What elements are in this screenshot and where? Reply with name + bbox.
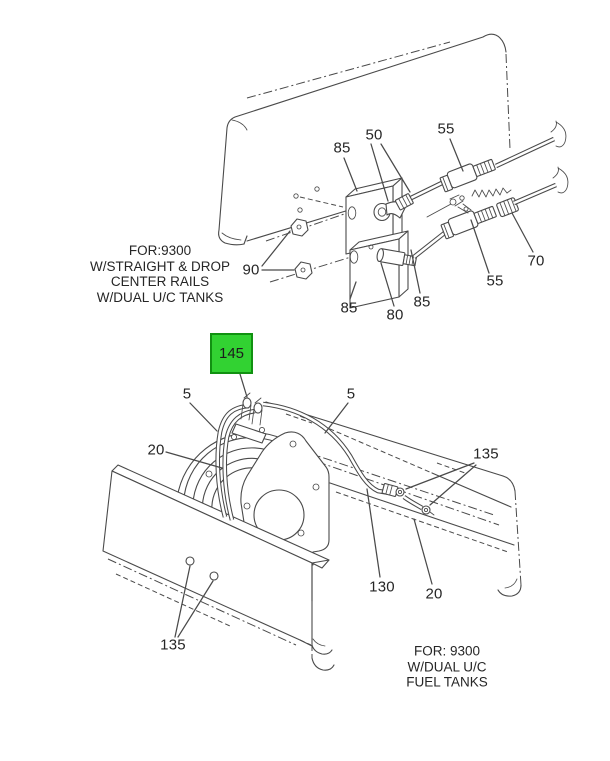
fitting-70 — [496, 197, 519, 218]
bottom-leader-lines — [165, 373, 477, 638]
bottom-caption: FOR: 9300 W/DUAL U/C FUEL TANKS — [406, 644, 488, 691]
callout-70[interactable]: 70 — [527, 252, 545, 270]
callout-5-left[interactable]: 5 — [182, 385, 192, 403]
top-caption-line: CENTER RAILS — [110, 274, 210, 289]
bottom-caption-line: W/DUAL U/C — [407, 659, 487, 675]
crossover-hoses — [215, 401, 435, 521]
vent-fitting-cluster-145 — [230, 392, 267, 444]
bottom-frame-rail — [265, 401, 522, 597]
callout-85-lower-left[interactable]: 85 — [340, 299, 358, 317]
callout-130[interactable]: 130 — [369, 578, 395, 596]
hex-nuts-90 — [290, 218, 313, 280]
highlighted-callout-text: 145 — [218, 345, 245, 362]
inline-fitting-lower-55 — [440, 205, 497, 240]
bottom-caption-line: FUEL TANKS — [406, 674, 488, 690]
inline-fitting-upper-55 — [439, 158, 496, 193]
bottom-caption-line: FOR: 9300 — [413, 643, 481, 659]
callout-20-right[interactable]: 20 — [425, 585, 443, 603]
top-caption: FOR:9300 W/STRAIGHT & DROP CENTER RAILS … — [90, 243, 230, 305]
elbow-fitting — [373, 201, 406, 222]
callout-80[interactable]: 80 — [386, 306, 404, 324]
callout-90[interactable]: 90 — [242, 261, 260, 279]
drain-valve-lever-spring — [426, 187, 512, 218]
hose-crimp-upper — [394, 193, 414, 211]
top-caption-line: W/STRAIGHT & DROP — [89, 258, 231, 274]
callout-135-lower[interactable]: 135 — [160, 636, 186, 654]
highlighted-callout-145[interactable]: 145 — [210, 333, 253, 374]
callout-20-left[interactable]: 20 — [147, 441, 165, 459]
callout-55-lower[interactable]: 55 — [486, 272, 504, 290]
callout-5-right[interactable]: 5 — [346, 385, 356, 403]
top-leader-lines — [261, 138, 534, 307]
top-caption-line: W/DUAL U/C TANKS — [96, 289, 224, 305]
valve-hoses — [405, 177, 450, 259]
fuel-tubes — [495, 120, 569, 206]
bracket-grommets — [185, 556, 219, 581]
top-caption-line: FOR:9300 — [128, 242, 192, 258]
callout-85-lower-right[interactable]: 85 — [413, 293, 431, 311]
hose-clips-135 — [395, 487, 431, 515]
callout-55-upper[interactable]: 55 — [437, 120, 455, 138]
callout-135-right[interactable]: 135 — [473, 445, 499, 463]
hose-end-crimp — [381, 483, 399, 497]
callout-85-upper[interactable]: 85 — [333, 139, 351, 157]
callout-50[interactable]: 50 — [365, 126, 383, 144]
front-mounting-bracket — [102, 464, 335, 671]
